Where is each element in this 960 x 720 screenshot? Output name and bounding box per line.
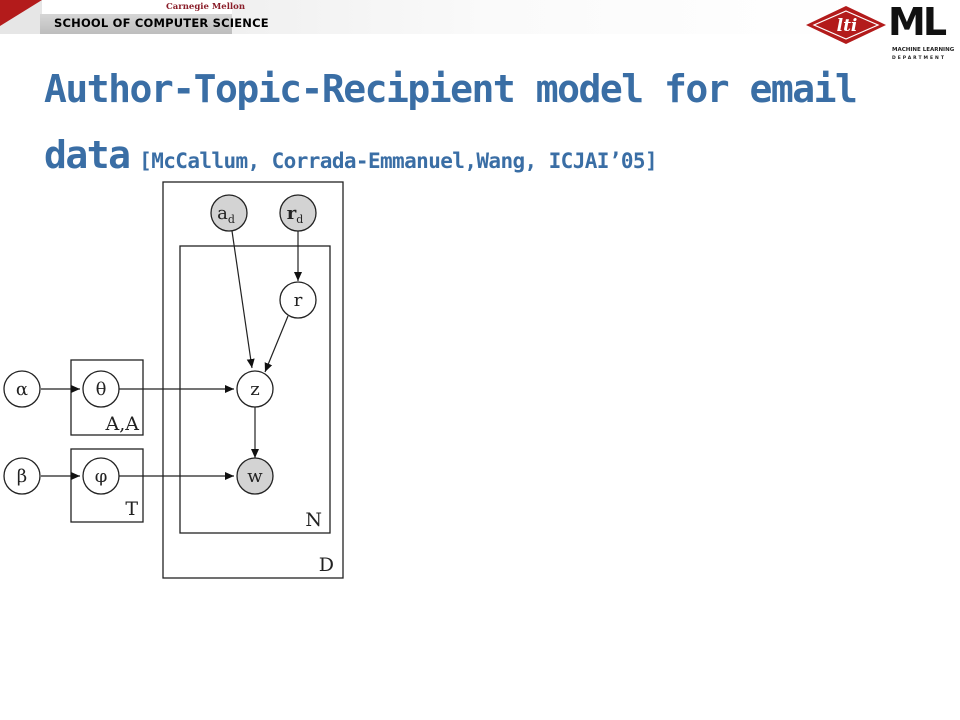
school-name: SCHOOL OF COMPUTER SCIENCE — [54, 16, 269, 30]
node-beta — [3, 457, 41, 495]
node-r-label: r — [294, 290, 303, 311]
ml-logo-line2: DEPARTMENT — [892, 56, 946, 61]
document-plate — [162, 181, 344, 579]
phi-plate — [70, 448, 144, 523]
header-bar — [40, 14, 232, 34]
node-r — [279, 281, 317, 319]
node-alpha-label: α — [16, 379, 28, 400]
node-beta-label: β — [17, 466, 27, 487]
header-red-wedge — [0, 0, 42, 34]
theta-plate — [70, 359, 144, 436]
title-citation: [McCallum, Corrada-Emmanuel,Wang, ICJAI’… — [139, 149, 658, 173]
document-plate-label: D — [319, 554, 334, 576]
edge-ad-z — [231, 230, 255, 369]
node-r-d-label: r — [287, 203, 297, 224]
lti-logo-text: lti — [837, 16, 858, 36]
header-fade — [232, 0, 872, 34]
node-phi — [82, 457, 120, 495]
node-a-d-subscript: d — [228, 213, 235, 226]
svg-text:rd: rd — [287, 203, 304, 226]
node-theta-label: θ — [96, 379, 107, 400]
node-z — [236, 370, 274, 408]
phi-plate-label: T — [125, 498, 138, 520]
svg-text:ad: ad — [217, 203, 235, 226]
node-theta — [82, 370, 120, 408]
ml-logo-line1: MACHINE LEARNING — [892, 47, 955, 53]
node-w — [236, 457, 274, 495]
ml-logo: ML — [888, 0, 947, 44]
node-alpha — [3, 370, 41, 408]
institution-name: Carnegie Mellon — [166, 2, 246, 12]
word-plate-label: N — [305, 509, 322, 531]
node-z-label: z — [250, 379, 259, 400]
node-w-label: w — [247, 466, 263, 487]
node-phi-label: φ — [95, 466, 108, 487]
title-main: Author-Topic-Recipient model for email d… — [44, 67, 858, 177]
node-r-d — [279, 194, 317, 232]
node-r-d-subscript: d — [296, 213, 303, 226]
theta-plate-label: A,A — [105, 413, 140, 435]
node-a-d — [210, 194, 248, 232]
node-a-d-label: a — [217, 203, 228, 224]
lti-logo: lti — [806, 6, 886, 44]
edge-r-z — [264, 315, 289, 373]
slide-title: Author-Topic-Recipient model for email d… — [44, 60, 884, 192]
